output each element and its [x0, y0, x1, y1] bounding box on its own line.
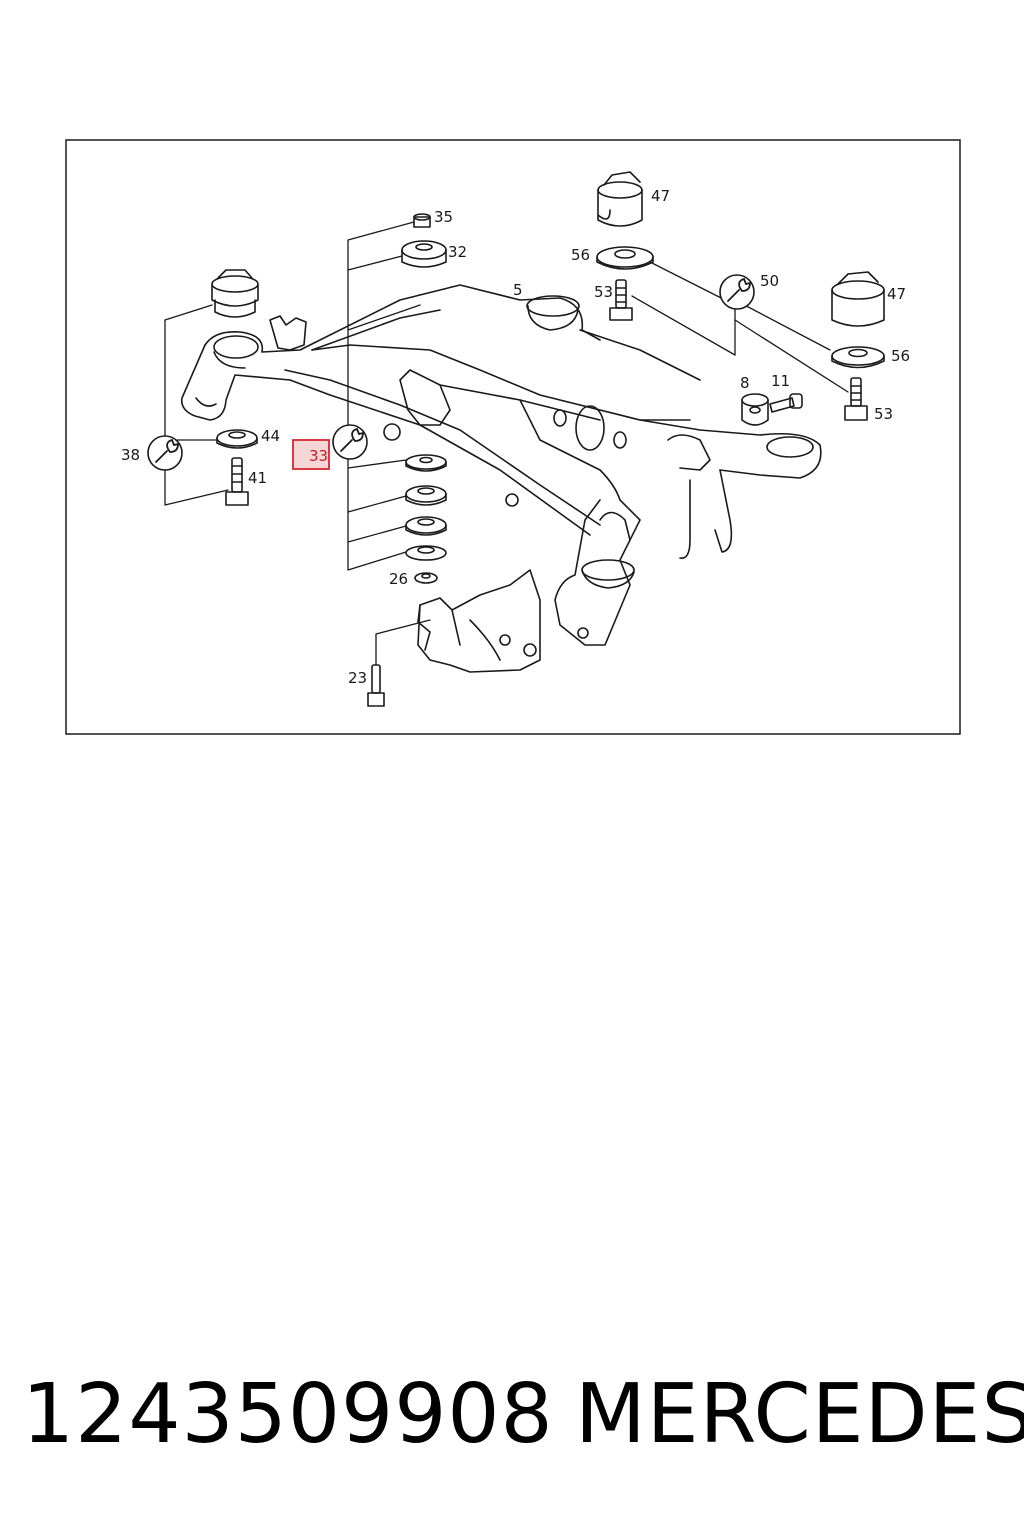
part-number: 1243509908 [22, 1367, 554, 1462]
label-33[interactable]: 33 [309, 447, 328, 465]
diagram-frame [65, 139, 961, 735]
part-23-bolt [367, 664, 385, 707]
part-56-washer-top [596, 246, 654, 270]
wrench-icon[interactable] [332, 424, 368, 460]
part-26-nut [414, 572, 438, 584]
part-56-washer-right [831, 346, 885, 369]
brand-name: MERCEDES [575, 1367, 1024, 1462]
parts-diagram: 35 32 5 47 56 53 50 47 56 8 11 53 38 44 … [65, 139, 961, 735]
part-washer-stack [405, 454, 447, 561]
label-53-top[interactable]: 53 [594, 283, 613, 301]
part-47-bushing-right [831, 271, 885, 327]
label-50[interactable]: 50 [760, 272, 779, 290]
label-38[interactable]: 38 [121, 446, 140, 464]
label-11[interactable]: 11 [771, 372, 790, 390]
label-41[interactable]: 41 [248, 469, 267, 487]
part-53-bolt-top [609, 279, 633, 321]
label-23[interactable]: 23 [348, 669, 367, 687]
subframe-drawing [180, 284, 822, 646]
part-41-bolt [225, 457, 249, 506]
differential-drawing [417, 569, 541, 673]
label-8[interactable]: 8 [740, 374, 750, 392]
part-53-bolt-right [844, 377, 868, 421]
label-26[interactable]: 26 [389, 570, 408, 588]
part-44-washer [216, 429, 258, 449]
footer: 1243509908 MERCEDES [0, 1360, 1024, 1470]
wrench-icon[interactable] [719, 274, 755, 310]
label-53-right[interactable]: 53 [874, 405, 893, 423]
part-8-bushing [741, 393, 769, 426]
label-47-top[interactable]: 47 [651, 187, 670, 205]
part-38-bushing [211, 269, 259, 318]
label-47-right[interactable]: 47 [887, 285, 906, 303]
label-56-right[interactable]: 56 [891, 347, 910, 365]
part-32-bushing [401, 240, 447, 268]
wrench-icon[interactable] [147, 435, 183, 471]
part-35-nut [413, 213, 431, 228]
label-44[interactable]: 44 [261, 427, 280, 445]
label-56-top[interactable]: 56 [571, 246, 590, 264]
label-32[interactable]: 32 [448, 243, 467, 261]
label-5[interactable]: 5 [513, 281, 523, 299]
part-11-bolt [769, 393, 803, 413]
part-47-bushing-top [597, 171, 643, 227]
label-35[interactable]: 35 [434, 208, 453, 226]
highlight-box[interactable] [292, 439, 330, 470]
